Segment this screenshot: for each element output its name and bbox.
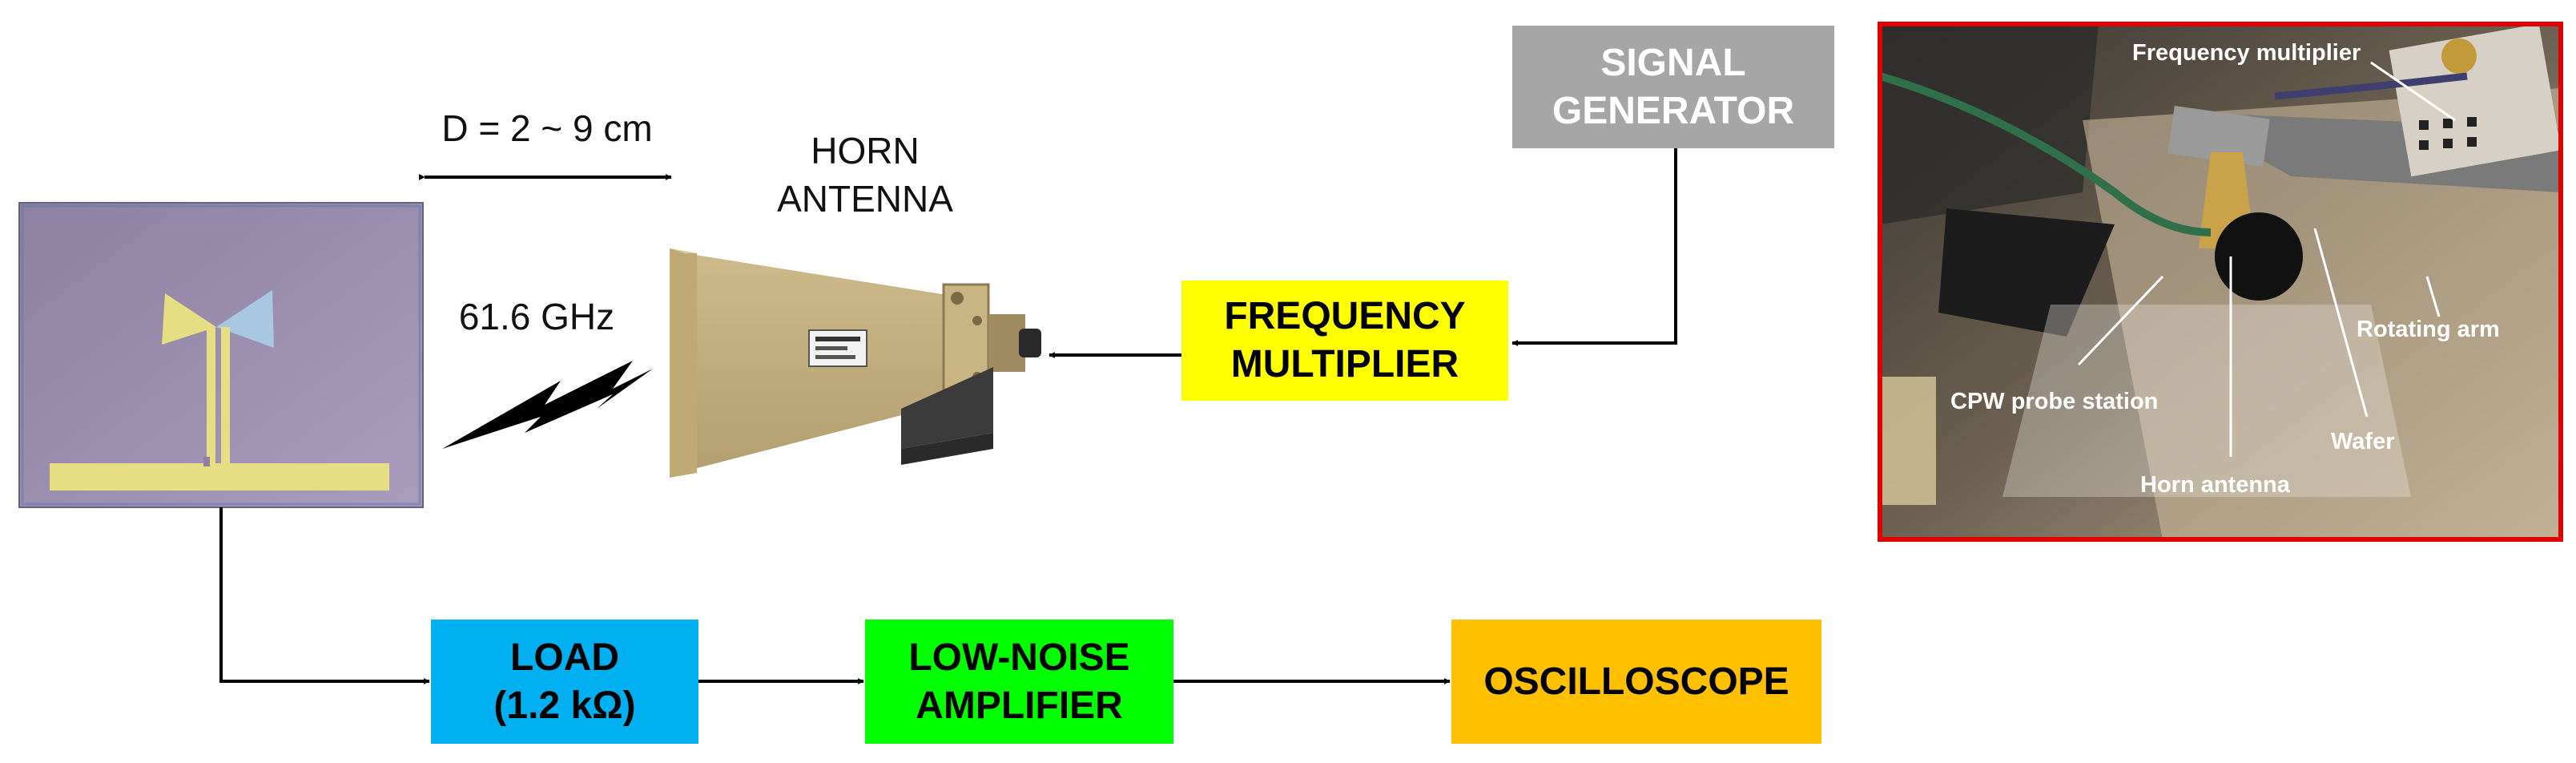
signal-generator-line1: SIGNAL [1600, 41, 1746, 84]
antenna-chip-image [18, 202, 424, 508]
low-noise-amplifier-block: LOW-NOISE AMPLIFIER [865, 620, 1173, 744]
horn-antenna-image [670, 248, 1041, 478]
photo-label-horn-antenna: Horn antenna [2140, 472, 2291, 498]
photo-label-rotating-arm: Rotating arm [2357, 317, 2500, 342]
horn-label-line1: HORN [811, 130, 920, 172]
signal-generator-line2: GENERATOR [1552, 89, 1795, 132]
distance-label: D = 2 ~ 9 cm [441, 107, 653, 149]
frequency-label: 61.6 GHz [458, 296, 615, 337]
load-line2: (1.2 kΩ) [493, 684, 636, 727]
lna-line1: LOW-NOISE [908, 636, 1130, 679]
horn-label-line2: ANTENNA [777, 178, 953, 220]
bowtie-left-arm-icon [162, 293, 216, 345]
horn-antenna-label: HORN ANTENNA [745, 127, 985, 223]
siggen-to-multiplier-arrow [1511, 148, 1677, 346]
signal-generator-block: SIGNAL GENERATOR [1512, 26, 1834, 148]
frequency-multiplier-line2: MULTIPLIER [1230, 343, 1459, 386]
oscilloscope-block: OSCILLOSCOPE [1451, 620, 1821, 744]
bowtie-right-arm-icon [216, 290, 274, 348]
chip-to-load-arrow [219, 507, 430, 684]
load-block: LOAD (1.2 kΩ) [431, 620, 698, 744]
frequency-multiplier-line1: FREQUENCY [1224, 295, 1466, 337]
photo-label-frequency-multiplier: Frequency multiplier [2132, 40, 2361, 66]
lna-line2: AMPLIFIER [916, 684, 1123, 727]
photo-label-wafer: Wafer [2331, 429, 2395, 454]
setup-photo: Frequency multiplier Rotating arm CPW pr… [1878, 23, 2562, 539]
load-line1: LOAD [510, 636, 619, 679]
frequency-multiplier-block: FREQUENCY MULTIPLIER [1181, 281, 1508, 401]
oscilloscope-label: OSCILLOSCOPE [1483, 660, 1789, 703]
photo-label-cpw-probe-station: CPW probe station [1950, 389, 2158, 414]
photo-border [1878, 22, 2563, 542]
lightning-bolt-icon [442, 361, 653, 449]
